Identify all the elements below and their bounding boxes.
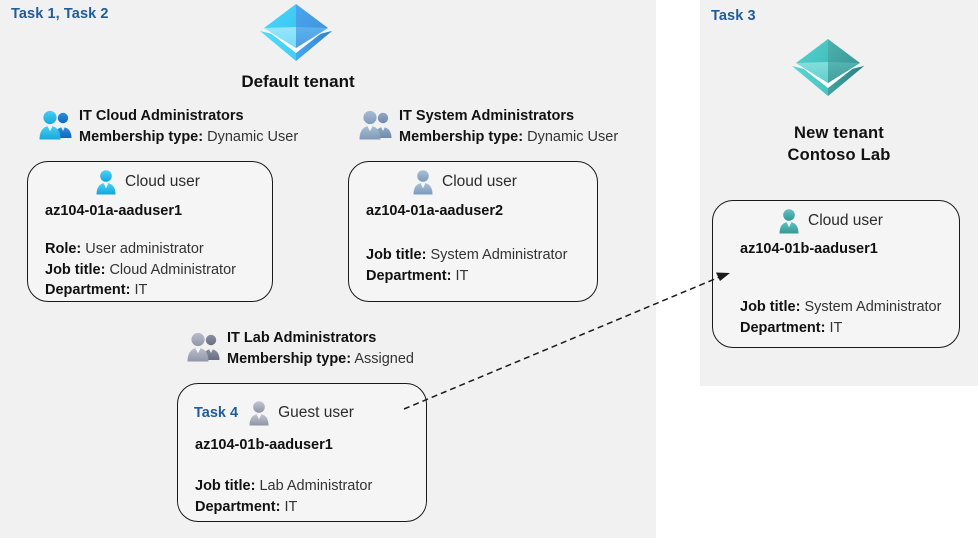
card-head-task-label: Task 4 [194,405,239,421]
property-label: Job title: [740,299,801,315]
property-label: Department: [45,282,131,299]
property-label: Job title: [45,261,106,278]
card-head-label: Cloud user [442,173,517,190]
group-membership-label: Membership type: [79,129,204,146]
group-users-icon [358,109,394,141]
new-tenant-title: New tenant Contoso Lab [700,123,978,167]
user-card-aaduser1-cloud[interactable]: Cloud user az104-01a-aaduser1 Role: User… [27,161,273,302]
property-value: Lab Administrator [259,478,373,494]
card-properties: Job title: System Administrator Departme… [366,245,567,286]
property-value: System Administrator [804,299,942,315]
task-label-1-2: Task 1, Task 2 [11,6,109,22]
card-head-label: Guest user [278,404,354,421]
property-row: Job title: System Administrator [366,245,567,266]
group-name: IT System Administrators [399,108,575,124]
card-upn: az104-01a-aaduser1 [45,203,183,219]
group-membership-value: Dynamic User [207,129,299,146]
property-value: User administrator [85,241,204,257]
property-row: Department: IT [45,280,236,301]
property-label: Job title: [195,478,256,494]
card-head: Cloud user [94,169,200,195]
user-card-aaduser2-cloud[interactable]: Cloud user az104-01a-aaduser2 Job title:… [348,161,598,302]
group-membership: Membership type: Assigned [227,349,414,370]
new-tenant-title-line2: Contoso Lab [787,145,891,164]
card-properties: Role: User administrator Job title: Clou… [45,239,236,301]
card-upn: az104-01a-aaduser2 [366,203,504,219]
group-membership: Membership type: Dynamic User [399,127,618,148]
user-card-aaduser1-guest[interactable]: Task 4 Guest user az104-01b-aaduser1 Job… [177,383,427,522]
group-membership-value: Assigned [354,351,414,368]
card-properties: Job title: Lab Administrator Department:… [195,476,372,517]
group-text-block: IT Lab Administrators Membership type: A… [227,328,414,370]
property-value: IT [829,319,843,336]
property-row: Department: IT [366,266,567,287]
property-value: Cloud Administrator [109,261,236,278]
group-membership-label: Membership type: [227,351,352,368]
property-row: Department: IT [740,318,941,339]
cloud-user-icon [411,169,435,195]
group-users-icon [186,331,222,363]
property-value: IT [284,498,298,515]
user-card-aaduser1-newtenant[interactable]: Cloud user az104-01b-aaduser1 Job title:… [712,200,960,348]
group-membership: Membership type: Dynamic User [79,127,298,148]
group-membership-label: Membership type: [399,129,524,146]
group-text-block: IT System Administrators Membership type… [399,106,618,148]
card-upn: az104-01b-aaduser1 [740,241,878,257]
card-head: Task 4 Guest user [194,400,354,426]
azure-ad-tenant-icon-default [258,3,334,69]
property-value: System Administrator [430,247,568,263]
property-label: Department: [366,267,452,284]
cloud-user-icon [94,169,118,195]
azure-ad-tenant-icon-new [790,38,866,104]
property-label: Department: [195,498,281,515]
default-tenant-title: Default tenant [241,72,355,91]
property-row: Department: IT [195,497,372,518]
group-membership-value: Dynamic User [527,129,619,146]
property-label: Job title: [366,247,427,263]
property-value: IT [134,282,148,299]
group-name: IT Cloud Administrators [79,108,244,124]
card-head-label: Cloud user [125,173,200,190]
property-row: Job title: System Administrator [740,297,941,318]
guest-user-icon [247,400,271,426]
property-value: IT [455,267,469,284]
property-label: Role: [45,241,82,257]
new-tenant-title-line1: New tenant [793,124,884,142]
task-label-3: Task 3 [711,8,756,24]
property-label: Department: [740,319,826,336]
card-properties: Job title: System Administrator Departme… [740,297,941,338]
property-row: Job title: Cloud Administrator [45,260,236,281]
cloud-user-icon [777,208,801,234]
card-head: Cloud user [777,208,883,234]
property-row: Role: User administrator [45,239,236,260]
group-name: IT Lab Administrators [227,330,377,346]
card-head-label: Cloud user [808,212,883,229]
card-head: Cloud user [411,169,517,195]
group-users-icon [38,109,74,141]
property-row: Job title: Lab Administrator [195,476,372,497]
group-text-block: IT Cloud Administrators Membership type:… [79,106,298,148]
card-upn: az104-01b-aaduser1 [195,437,333,453]
